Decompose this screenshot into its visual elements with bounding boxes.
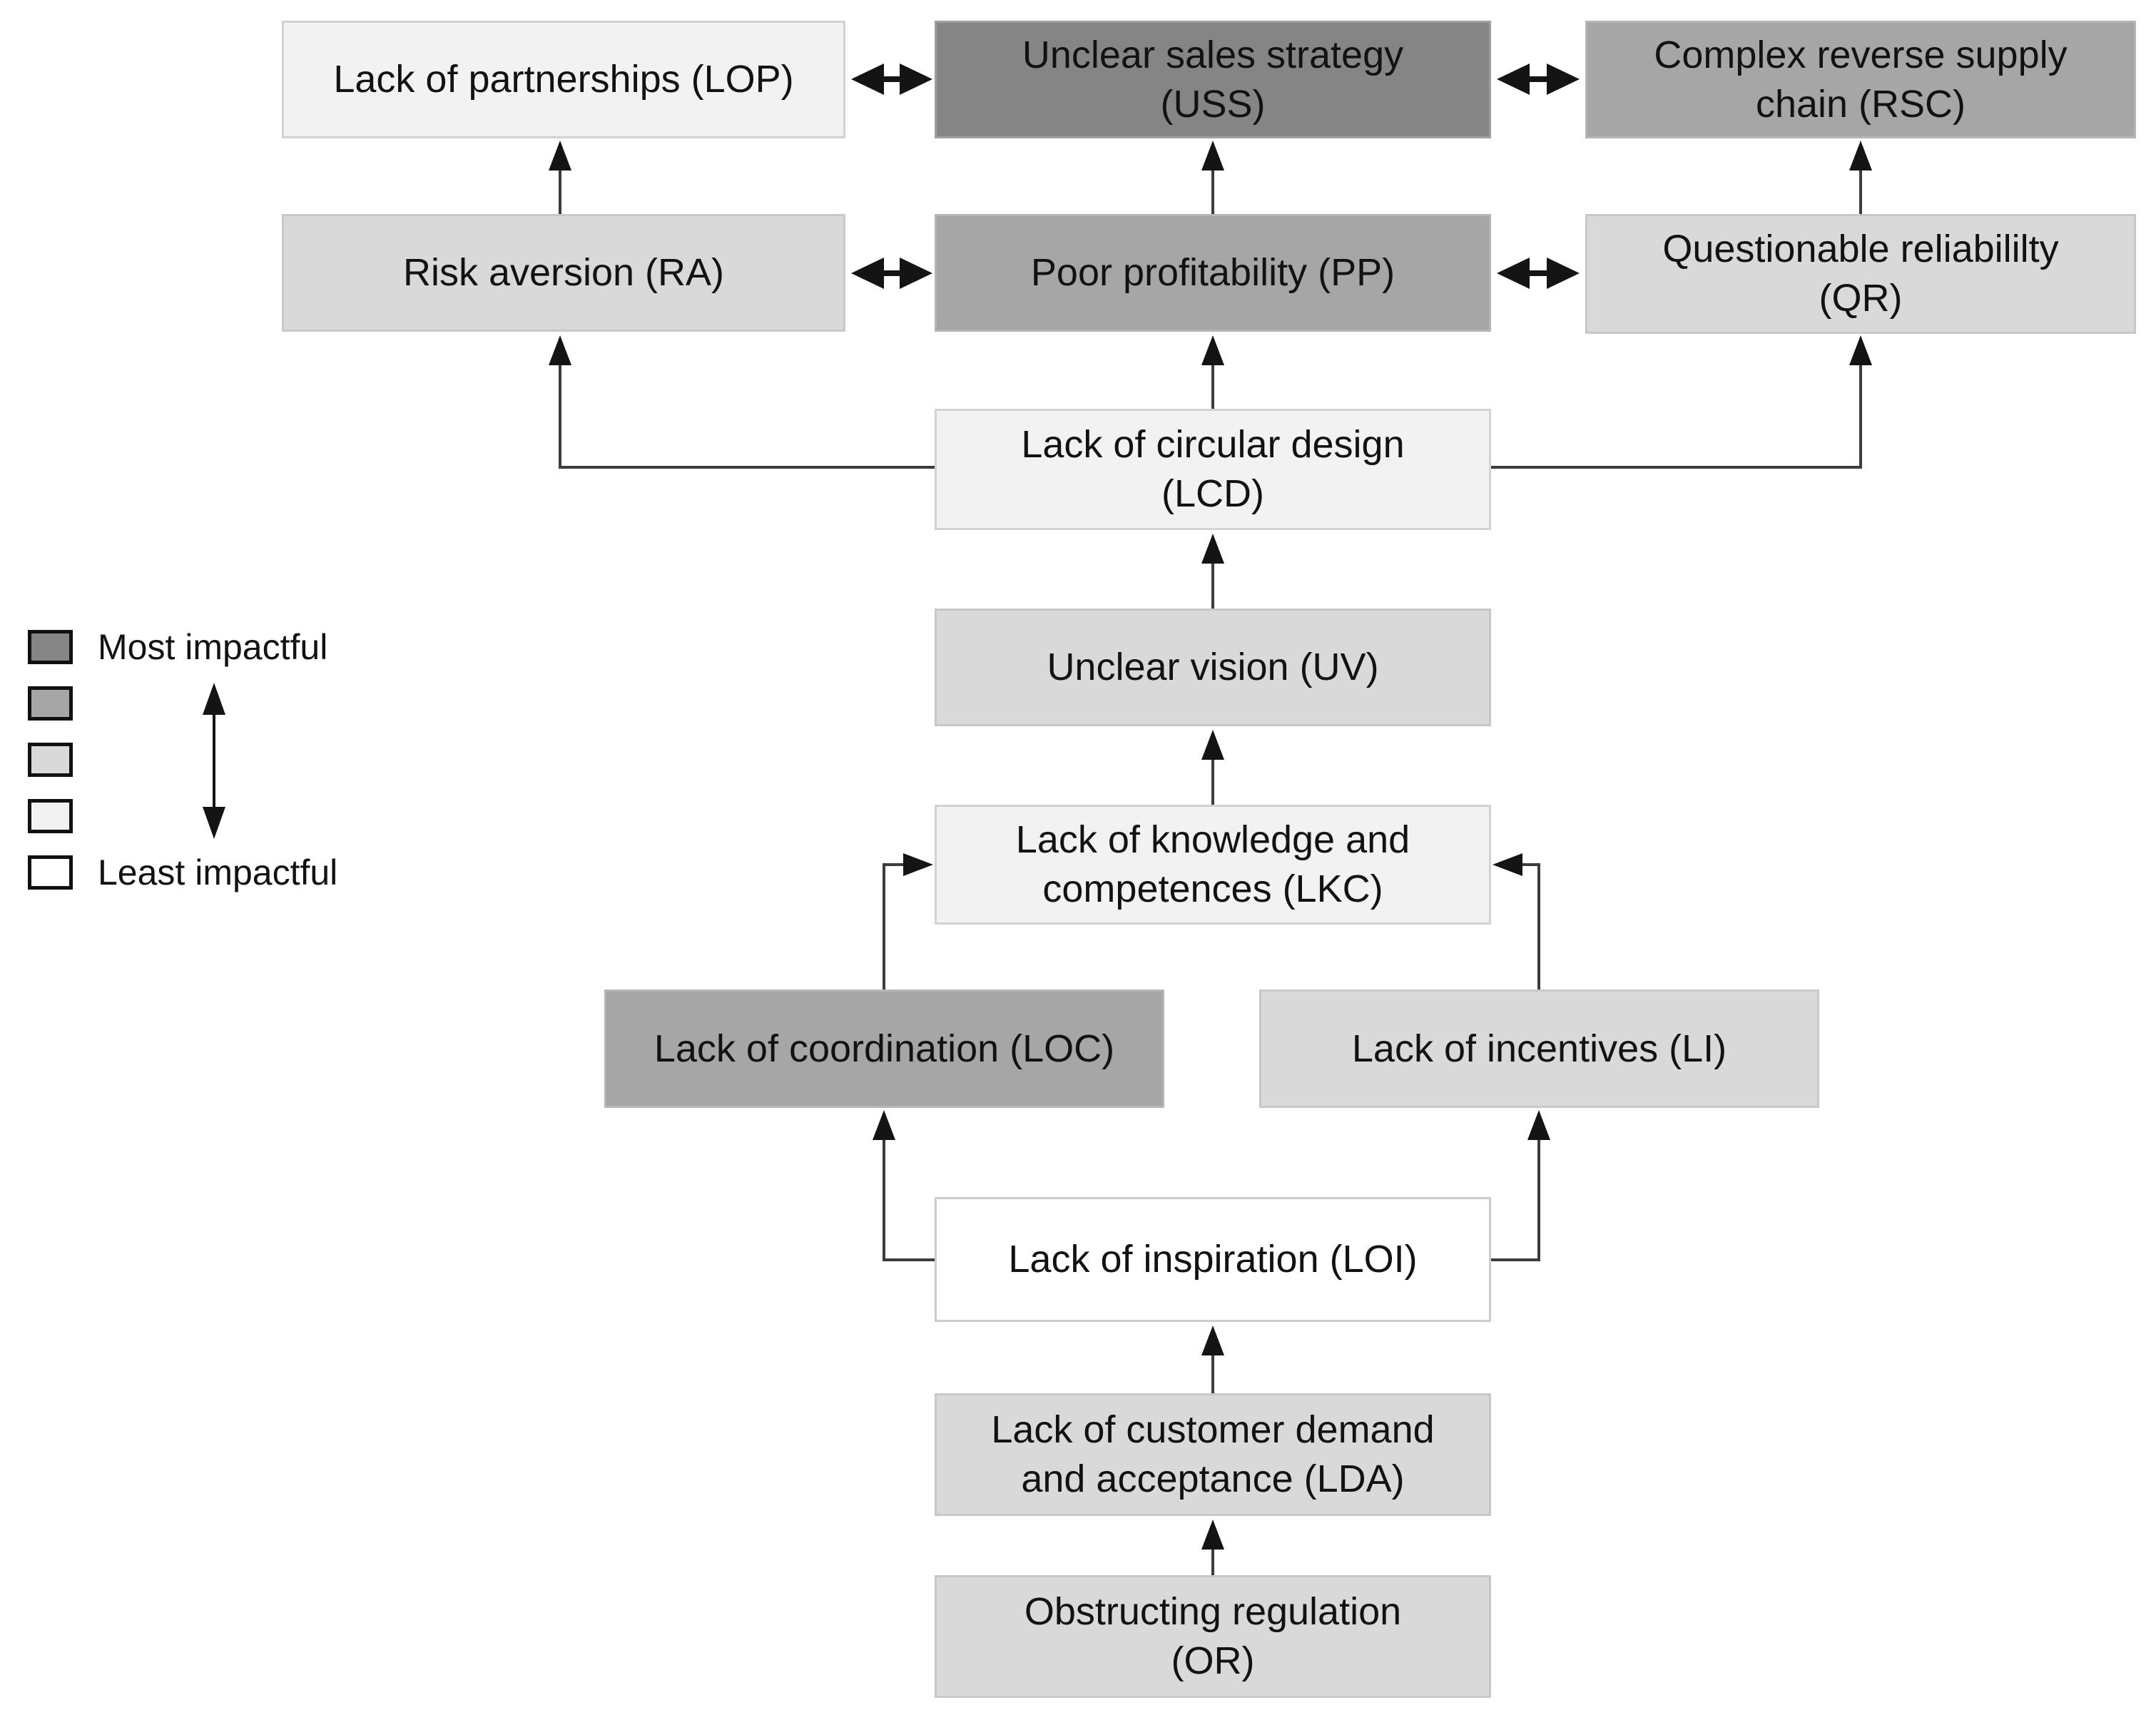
arrowhead-loc-lkc — [903, 853, 933, 876]
node-unclear-vision: Unclear vision (UV) — [935, 609, 1491, 726]
arrowhead-lcd-pp — [1201, 335, 1224, 365]
arrowhead-lcd-ra — [549, 335, 571, 365]
edge-loi-li-elbow — [1491, 1139, 1540, 1261]
arrowhead-loi-loc — [873, 1110, 895, 1140]
node-lack-of-circular-design: Lack of circular design (LCD) — [935, 409, 1491, 530]
arrowhead-ra-pp-right — [900, 258, 932, 289]
legend-most-impactful-label: Most impactful — [98, 627, 328, 667]
arrowhead-lcd-qr — [1849, 335, 1872, 365]
node-obstructing-regulation: Obstructing regulation (OR) — [935, 1575, 1491, 1698]
edge-li-lkc-elbow — [1521, 863, 1540, 989]
arrowhead-pp-qr-left — [1497, 258, 1530, 289]
arrowhead-uss-rsc-right — [1547, 63, 1580, 95]
impact-legend: Most impactful Least impactful — [0, 606, 514, 927]
node-lack-of-partnerships: Lack of partnerships (LOP) — [282, 21, 845, 138]
arrowhead-li-lkc — [1493, 853, 1522, 876]
arrowhead-lkc-uv — [1201, 730, 1224, 760]
edge-lcd-qr-elbow — [1491, 362, 1862, 469]
node-lack-of-incentives: Lack of incentives (LI) — [1259, 989, 1819, 1108]
legend-swatch-medium-impact — [28, 743, 73, 777]
arrowhead-pp-uss — [1201, 141, 1224, 171]
legend-swatch-least-impactful — [28, 855, 73, 890]
node-unclear-sales-strategy: Unclear sales strategy (USS) — [935, 21, 1491, 138]
node-lack-of-inspiration: Lack of inspiration (LOI) — [935, 1197, 1491, 1322]
legend-swatch-most-impactful — [28, 630, 73, 664]
edge-loi-loc-elbow — [883, 1139, 935, 1261]
node-complex-reverse-supply-chain: Complex reverse supply chain (RSC) — [1585, 21, 2136, 138]
arrowhead-pp-qr-right — [1547, 258, 1580, 289]
node-lack-of-customer-demand-and-acceptance: Lack of customer demand and acceptance (… — [935, 1393, 1491, 1516]
arrowhead-uss-rsc-left — [1497, 63, 1530, 95]
arrowhead-qr-rsc — [1849, 141, 1872, 171]
legend-swatch-high-impact — [28, 686, 73, 721]
edge-loc-lkc-elbow — [883, 863, 905, 989]
node-questionable-reliability: Questionable reliabililty (QR) — [1585, 214, 2136, 334]
node-lack-of-coordination: Lack of coordination (LOC) — [604, 989, 1164, 1108]
arrowhead-lop-uss-right — [900, 63, 932, 95]
arrowhead-ra-pp-left — [851, 258, 884, 289]
legend-least-impactful-label: Least impactful — [98, 853, 338, 892]
node-poor-profitability: Poor profitability (PP) — [935, 214, 1491, 332]
arrowhead-lop-uss-left — [851, 63, 884, 95]
arrowhead-lda-loi — [1201, 1325, 1224, 1355]
arrowhead-ra-lop — [549, 141, 571, 171]
legend-swatch-low-impact — [28, 799, 73, 833]
arrowhead-uv-lcd — [1201, 534, 1224, 564]
arrowhead-or-lda — [1201, 1520, 1224, 1549]
node-lack-of-knowledge-and-competences: Lack of knowledge and competences (LKC) — [935, 805, 1491, 925]
edge-lcd-ra-elbow — [559, 362, 935, 469]
arrowhead-loi-li — [1527, 1110, 1550, 1140]
node-risk-aversion: Risk aversion (RA) — [282, 214, 845, 332]
